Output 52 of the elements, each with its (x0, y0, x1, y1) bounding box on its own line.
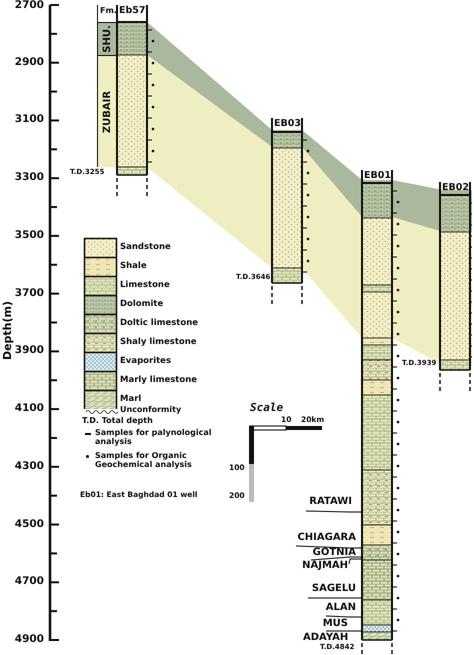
depth-tick-label: 3100 (14, 114, 44, 125)
formation-name: SAGELU (302, 584, 356, 597)
depth-tick-label: 4900 (14, 634, 44, 644)
well-name: EB01 (364, 171, 391, 180)
leader-line (296, 546, 362, 548)
legend-label: Sandstone (120, 243, 171, 252)
depth-tick-label: 4100 (14, 403, 44, 414)
axis-title: Depth(m) (2, 300, 14, 360)
leader-line (326, 630, 362, 632)
depth-tick-label: 4700 (14, 576, 44, 587)
leader-line (310, 556, 362, 560)
depth-tick-label: 3500 (14, 230, 44, 240)
legend-note: T.D. Total depth (82, 417, 153, 425)
formation-name: ADAYAH (303, 633, 348, 643)
legend-label: Doltic limestone (120, 319, 198, 328)
depth-tick-label: 2700 (14, 0, 44, 10)
formation-name: SHU. (103, 25, 113, 53)
formation-name: CHIAGARA (290, 533, 356, 545)
depth-tick-label: 3700 (14, 288, 44, 298)
legend-label: Samples for palynological analysis (95, 428, 213, 446)
formation-name: NAJMAH (295, 561, 348, 572)
formation-name: RATAWI (300, 497, 352, 510)
well-name: EB03 (274, 119, 301, 128)
leader-line (326, 616, 362, 618)
depth-tick-label: 4500 (14, 518, 44, 530)
well-name: EB02 (442, 183, 469, 192)
leader-line (348, 558, 362, 564)
well-column (401, 182, 472, 394)
formation-band (98, 22, 118, 55)
legend-label: Marly limestone (120, 376, 198, 384)
formation-band (98, 55, 118, 167)
legend-label: Limestone (120, 281, 170, 290)
well-name: Eb57 (119, 6, 146, 16)
legend-label: Shaly limestone (120, 338, 197, 346)
legend-label: Dolomite (120, 300, 164, 308)
depth-tick-label: 4300 (14, 460, 44, 472)
legend-label: Samples for Organic Geochemical analysis (95, 451, 193, 470)
formation-column (97, 5, 117, 167)
formation-name: ALAN (320, 603, 356, 615)
scale-title: Scale (250, 402, 284, 413)
formation-name: ZUBAIR (103, 90, 113, 133)
legend-label: Shale (120, 262, 147, 270)
well-column (236, 118, 310, 306)
formation-name: MUS (320, 619, 348, 630)
depth-tick-label: 3300 (14, 172, 44, 183)
legend-label: Unconformity (120, 406, 182, 414)
legend-label: Evaporites (120, 357, 171, 366)
legend-label: Marl (120, 395, 142, 404)
formation-name: GOTNIA (305, 548, 356, 559)
leader-line (306, 510, 362, 512)
depth-tick-label: 2900 (14, 56, 44, 68)
column-header: Fm. (100, 7, 117, 15)
